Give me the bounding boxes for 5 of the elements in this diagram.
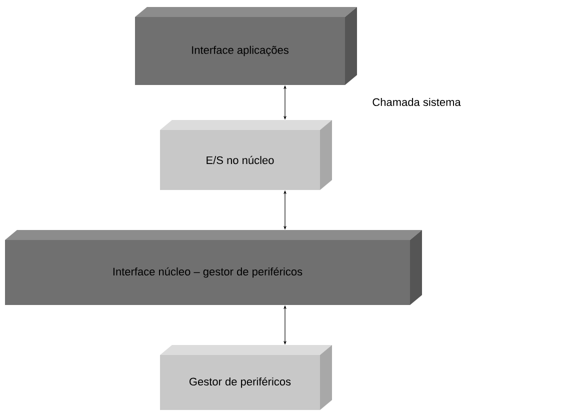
block-box: Gestor de periféricos	[160, 345, 332, 410]
annotation-label: Chamada sistema	[372, 98, 461, 106]
block-box: Interface aplicações	[135, 7, 357, 85]
block-box: Interface núcleo – gestor de periféricos	[5, 230, 422, 305]
block-box: E/S no núcleo	[160, 120, 332, 190]
